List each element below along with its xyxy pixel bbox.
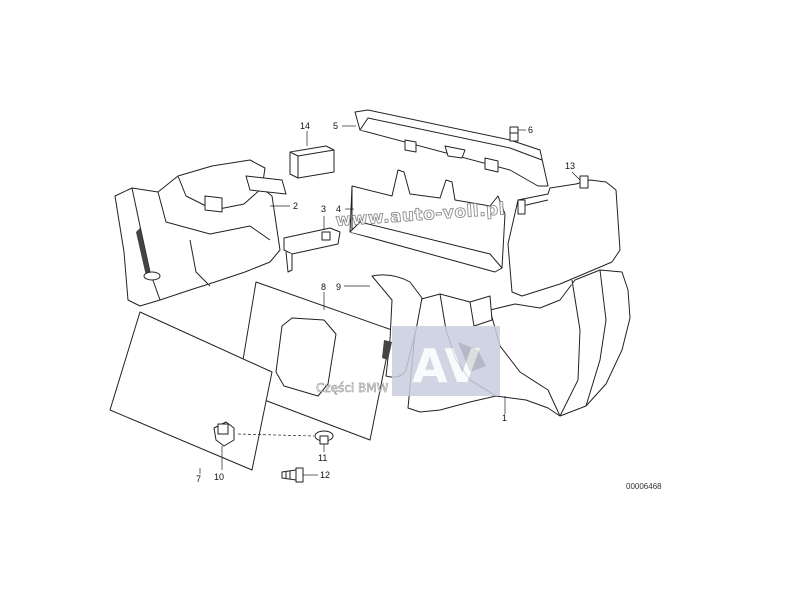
part-14-foam-block	[289, 145, 335, 179]
callout-2: 2	[293, 201, 298, 211]
callout-5: 5	[333, 121, 338, 131]
watermark-subtitle: Części BMW	[316, 381, 389, 395]
callout-9: 9	[336, 282, 341, 292]
part-6-clip	[509, 126, 519, 142]
part-3-bracket	[283, 227, 341, 273]
callout-1: 1	[502, 413, 507, 423]
leader-dashed-10-11	[237, 433, 315, 437]
callout-4: 4	[336, 204, 341, 214]
watermark-logo: AV	[412, 339, 480, 393]
part-10-clip	[213, 421, 235, 447]
part-5-upper-trim-strip	[354, 109, 549, 187]
callout-7: 7	[196, 474, 201, 484]
callout-14: 14	[300, 121, 310, 131]
callout-11: 11	[318, 453, 327, 463]
callout-10: 10	[214, 472, 224, 482]
watermark-logo-box	[392, 326, 500, 396]
callout-3: 3	[321, 204, 326, 214]
leader-13	[571, 171, 581, 181]
callout-6: 6	[528, 125, 533, 135]
callout-12: 12	[320, 470, 330, 480]
callout-8: 8	[321, 282, 326, 292]
part-11-rivet	[314, 430, 334, 445]
catalog-number: 00006468	[626, 482, 662, 491]
part-13-right-panel	[507, 175, 621, 297]
part-12-screw	[281, 467, 304, 483]
part-8-panel-with-opening	[237, 281, 393, 441]
part-2-left-side-panel	[114, 159, 287, 307]
part-4-rear-panel	[349, 169, 506, 273]
callout-13: 13	[565, 161, 575, 171]
part-1-right-side-trim	[407, 269, 631, 417]
